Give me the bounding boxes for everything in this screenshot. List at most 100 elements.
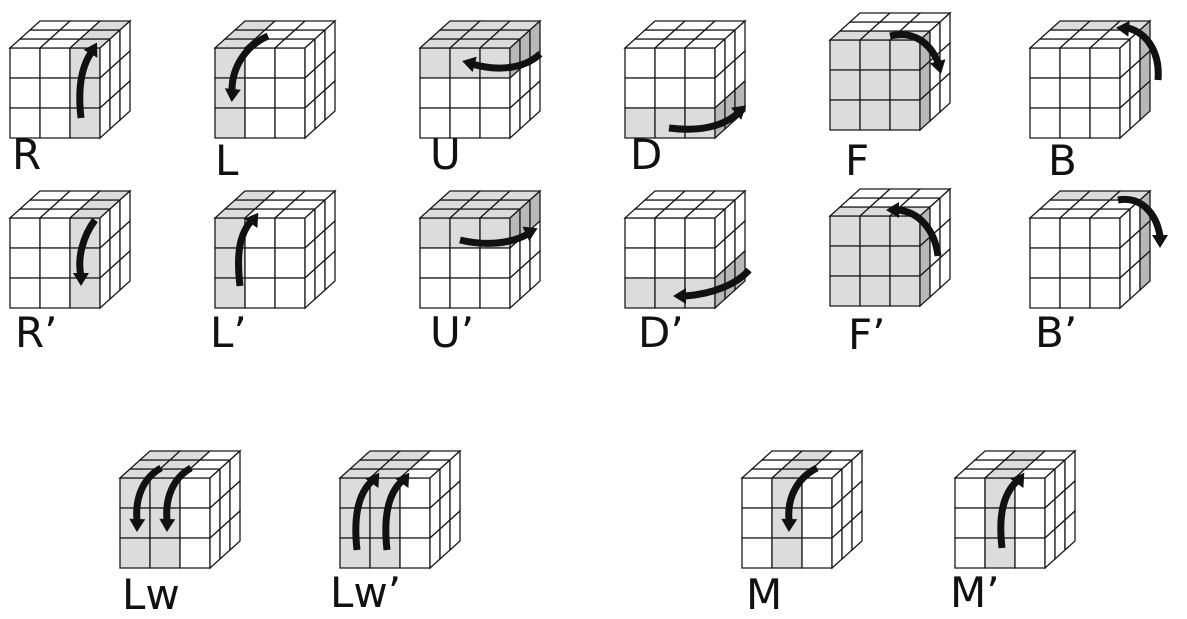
front-sticker [684,247,716,279]
front-sticker [39,47,71,79]
front-sticker [859,39,891,71]
arrow-head [129,518,146,532]
arrow-head [522,226,538,242]
front-sticker [39,247,71,279]
front-face [214,47,306,139]
front-sticker [889,215,921,247]
label-Dp: D’ [638,308,684,357]
cube-U [418,19,543,140]
front-sticker [274,77,306,109]
rotation-arrow [781,464,819,532]
front-sticker [624,277,656,309]
right-sticker [324,249,336,292]
front-sticker [954,477,986,509]
right-face [919,187,951,308]
front-sticker [859,69,891,101]
arrow-head [159,518,176,532]
arrow-shaft [235,217,255,287]
arrow-shaft [352,477,376,551]
arrow-head [395,472,410,488]
rotation-arrow [459,226,538,247]
front-sticker [179,537,211,569]
front-sticker [1029,217,1061,249]
front-sticker [741,507,773,539]
cube-Rp [8,189,132,310]
right-sticker [1139,79,1151,122]
arrow-shaft [133,464,163,521]
arrow-shaft [459,230,530,247]
front-sticker [624,247,656,279]
label-Lw: Lw [122,570,180,619]
front-sticker [69,77,101,109]
label-L: L [215,136,239,185]
top-face [338,450,462,479]
front-sticker [889,69,921,101]
front-sticker [39,277,71,309]
front-sticker [1014,537,1046,569]
front-sticker [39,77,71,109]
cube-B [1028,19,1162,140]
arrow-head [1116,20,1130,37]
top-face [8,20,132,49]
rotation-arrow [997,472,1025,549]
front-sticker [654,77,686,109]
front-sticker [274,217,306,249]
cube-Mp [953,449,1077,570]
front-sticker [419,77,451,109]
front-sticker [39,217,71,249]
front-sticker [624,47,656,79]
front-sticker [419,47,451,79]
front-sticker [889,39,921,71]
front-sticker [419,247,451,279]
front-sticker [1014,507,1046,539]
front-sticker [1089,107,1121,139]
front-sticker [1089,77,1121,109]
front-sticker [69,107,101,139]
cube-Fp [828,187,952,308]
front-sticker [889,275,921,307]
cube-R [8,19,132,140]
top-face [118,450,242,479]
right-sticker [229,509,241,552]
cube-Lwp [338,449,462,570]
label-Rp: R’ [15,308,58,357]
front-sticker [399,537,431,569]
front-sticker [9,47,41,79]
arrow-head [224,88,241,102]
rotation-arrow [224,32,270,102]
cube-M [740,449,864,570]
arrow-shaft [897,206,942,257]
front-sticker [479,107,511,139]
front-face [214,217,306,309]
arrow-shaft [163,464,193,521]
label-M: M [746,570,783,619]
front-sticker [244,247,276,279]
rotation-arrow [668,105,747,133]
arrow-shaft [668,111,740,133]
front-sticker [1059,77,1091,109]
front-sticker [1059,47,1091,79]
right-face [429,449,461,570]
top-face [8,190,132,219]
arrow-head [886,202,899,218]
rotation-arrow [76,42,98,119]
front-sticker [214,107,246,139]
front-sticker [9,277,41,309]
front-sticker [684,107,716,139]
label-R: R [12,130,42,179]
arrow-shaft [382,477,406,551]
front-sticker [771,537,803,569]
arrow-head [781,518,798,532]
front-sticker [39,107,71,139]
right-sticker [1139,249,1151,292]
arrow-head [929,59,946,74]
front-sticker [1029,277,1061,309]
front-sticker [624,77,656,109]
front-sticker [1029,77,1061,109]
front-sticker [1059,247,1091,279]
label-U: U [430,130,461,179]
front-face [829,215,921,307]
front-sticker [479,77,511,109]
top-face [740,450,864,479]
cube-L [213,19,337,140]
